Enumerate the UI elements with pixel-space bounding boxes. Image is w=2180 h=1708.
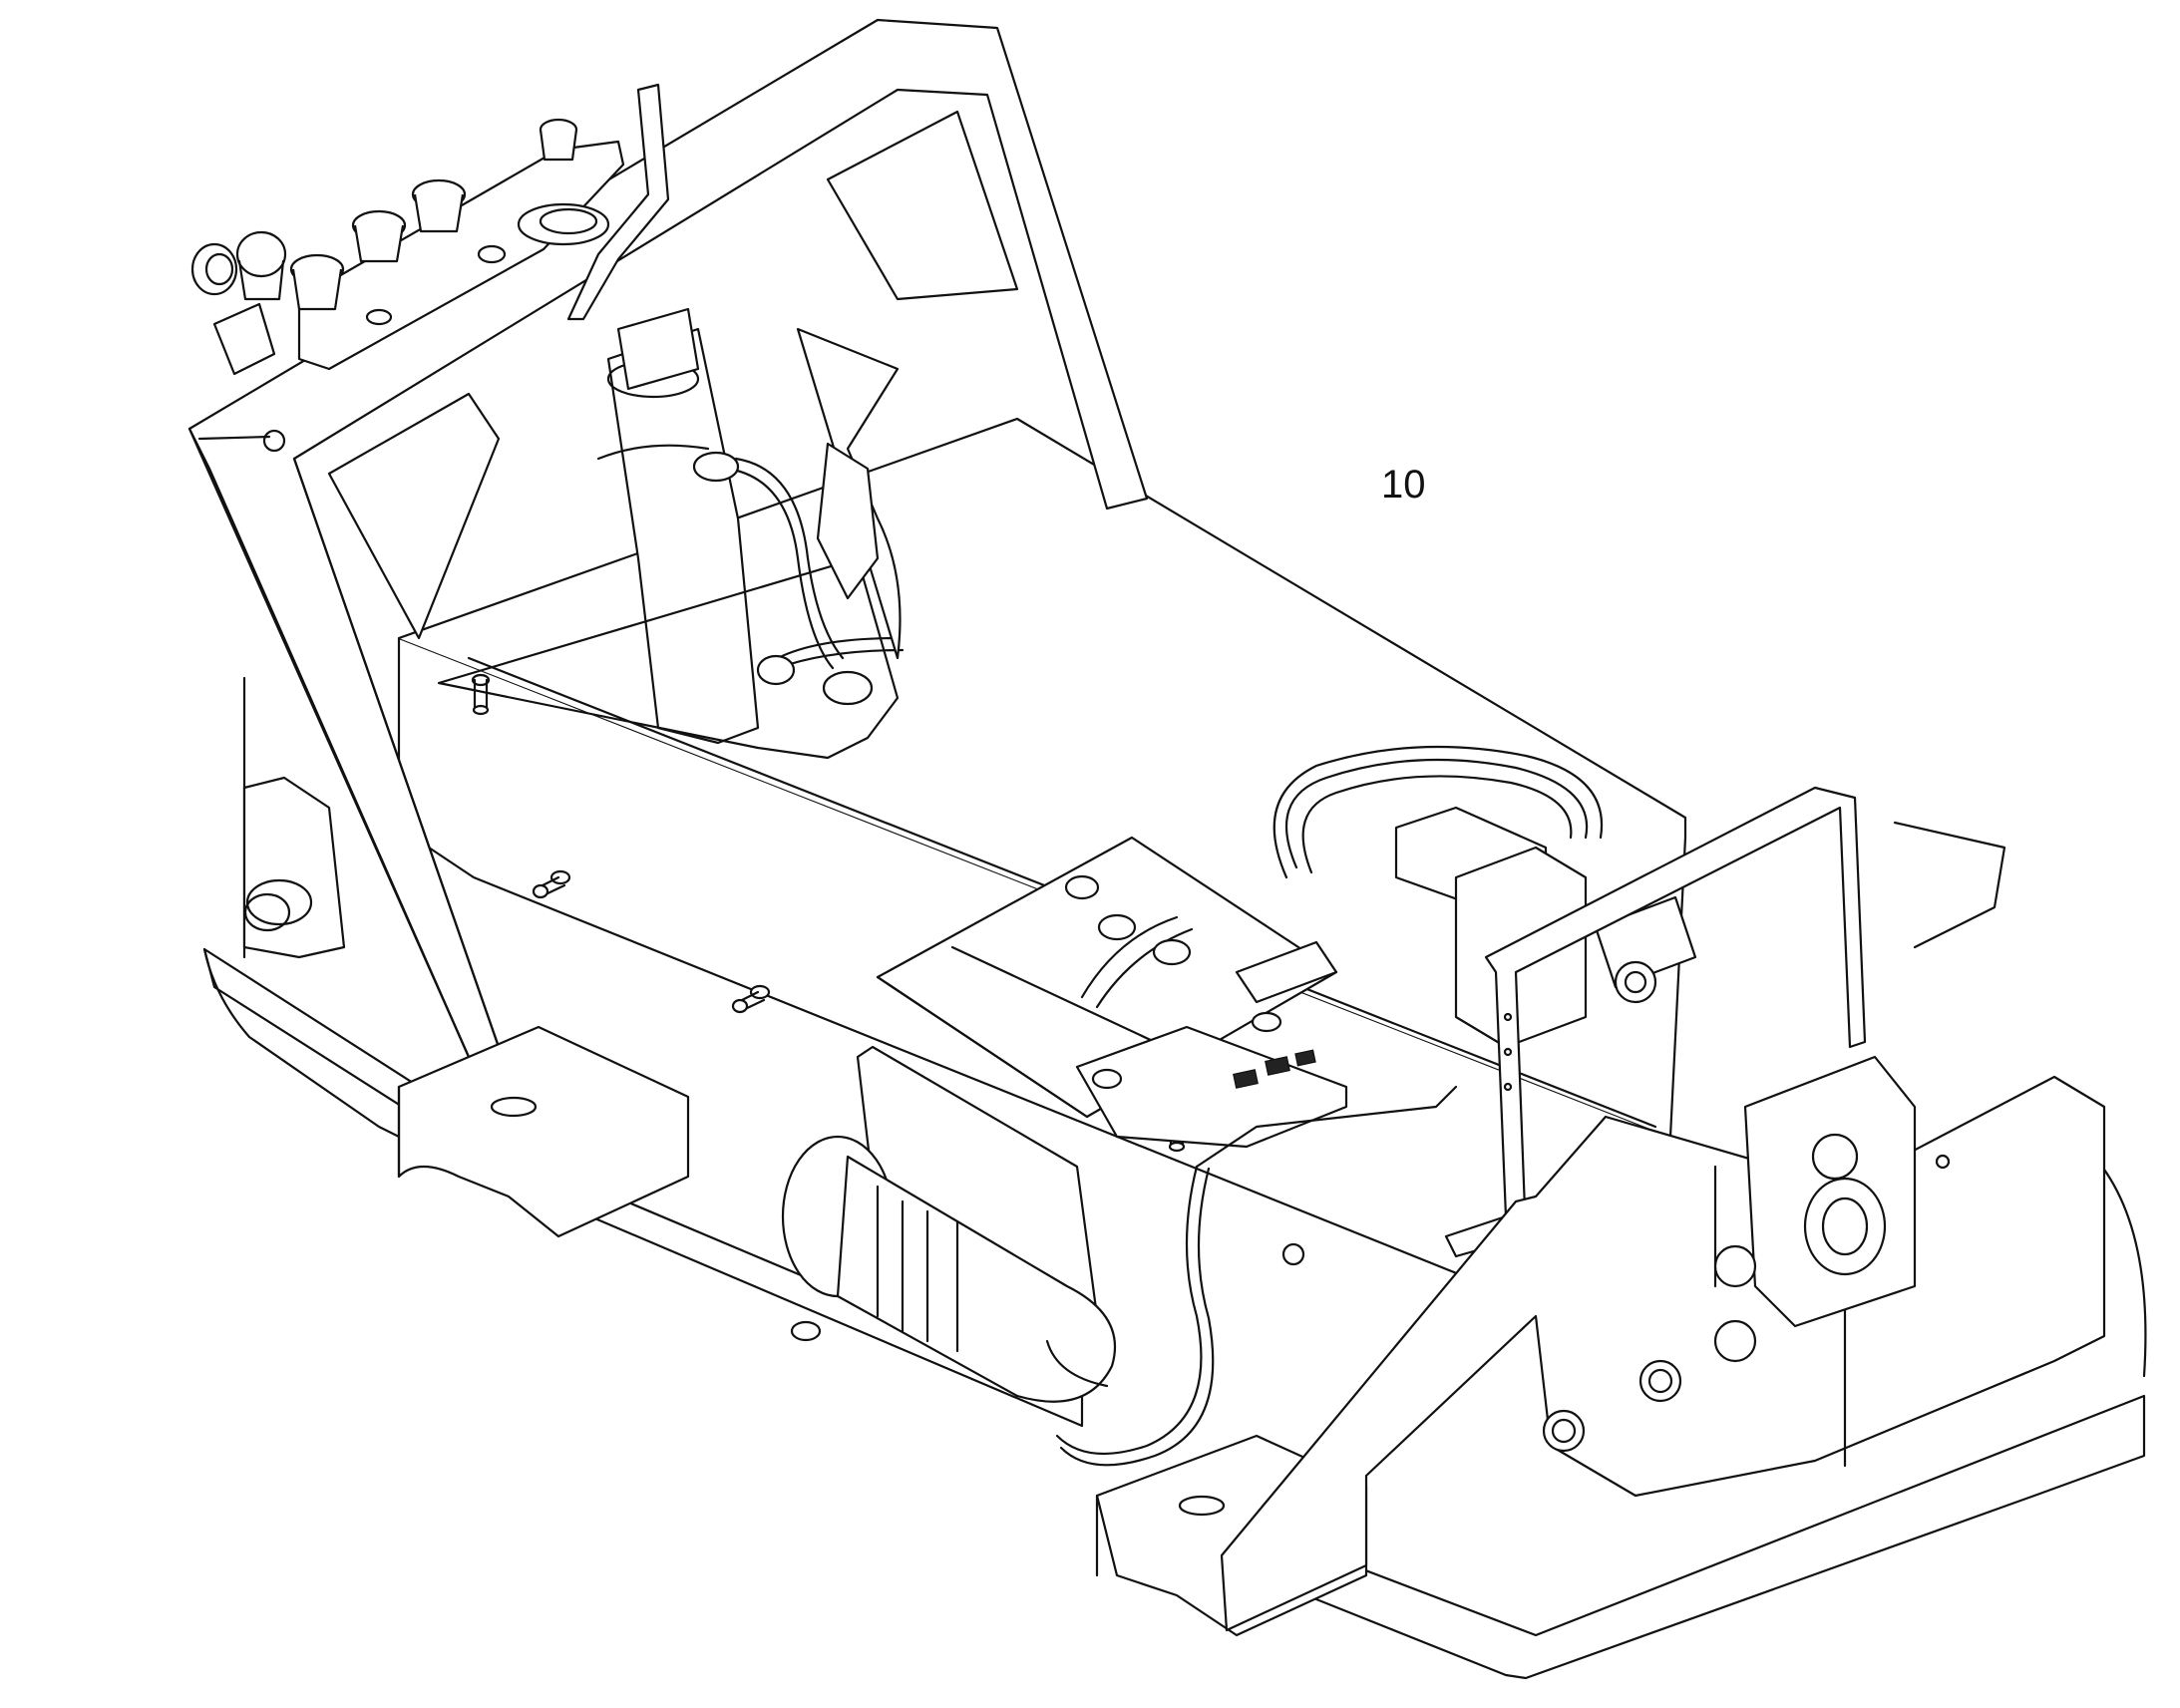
- bolt-1: [471, 673, 491, 716]
- motor-harness: [1055, 1085, 1458, 1467]
- lift-cylinder: [596, 307, 760, 745]
- fitting-4: [351, 209, 407, 263]
- nut-1: [477, 244, 507, 264]
- fitting-2: [235, 230, 287, 301]
- bolt-2: [532, 869, 571, 899]
- frame-holes: [1281, 1154, 1951, 1266]
- callout-10: 10: [1381, 463, 1426, 507]
- nut-lower-left: [790, 1320, 822, 1342]
- fitting-5: [411, 178, 467, 233]
- valve-fittings: [1064, 874, 1348, 1149]
- fitting-1: [190, 242, 238, 296]
- fitting-3: [289, 253, 345, 311]
- left-lifting-pocket: [397, 1025, 690, 1238]
- chassis-opening: [437, 327, 902, 760]
- pump-motor: [781, 1045, 1117, 1403]
- fitting-6: [539, 118, 578, 162]
- nut-2: [365, 308, 393, 326]
- hose-fittings: [190, 118, 578, 376]
- bolt-3: [731, 984, 771, 1014]
- end-port-plate: [1542, 1055, 1917, 1453]
- rear-lift-frame: [187, 18, 1149, 1059]
- cylinder-hose: [692, 451, 905, 706]
